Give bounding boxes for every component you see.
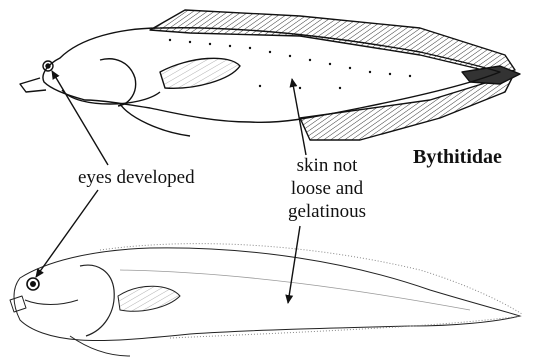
eye-arrow-lower [36, 190, 98, 277]
skin-description-label: skin not loose and gelatinous [282, 154, 372, 223]
lower-fish-illustration [10, 244, 522, 356]
family-name-label: Bythitidae [413, 146, 502, 169]
skin-arrow-lower [288, 226, 300, 303]
eye-arrow-upper [52, 71, 108, 165]
upper-fish-illustration [20, 10, 520, 140]
lower-pectoral-fin [118, 286, 180, 311]
skin-label-line-3: gelatinous [282, 200, 372, 223]
skin-label-line-2: loose and [282, 177, 372, 200]
skin-label-line-1: skin not [282, 154, 372, 177]
lower-body-outline [14, 248, 520, 341]
upper-pectoral-fin [160, 58, 240, 88]
lower-anal-fin [170, 316, 522, 338]
eyes-developed-label: eyes developed [78, 166, 195, 189]
